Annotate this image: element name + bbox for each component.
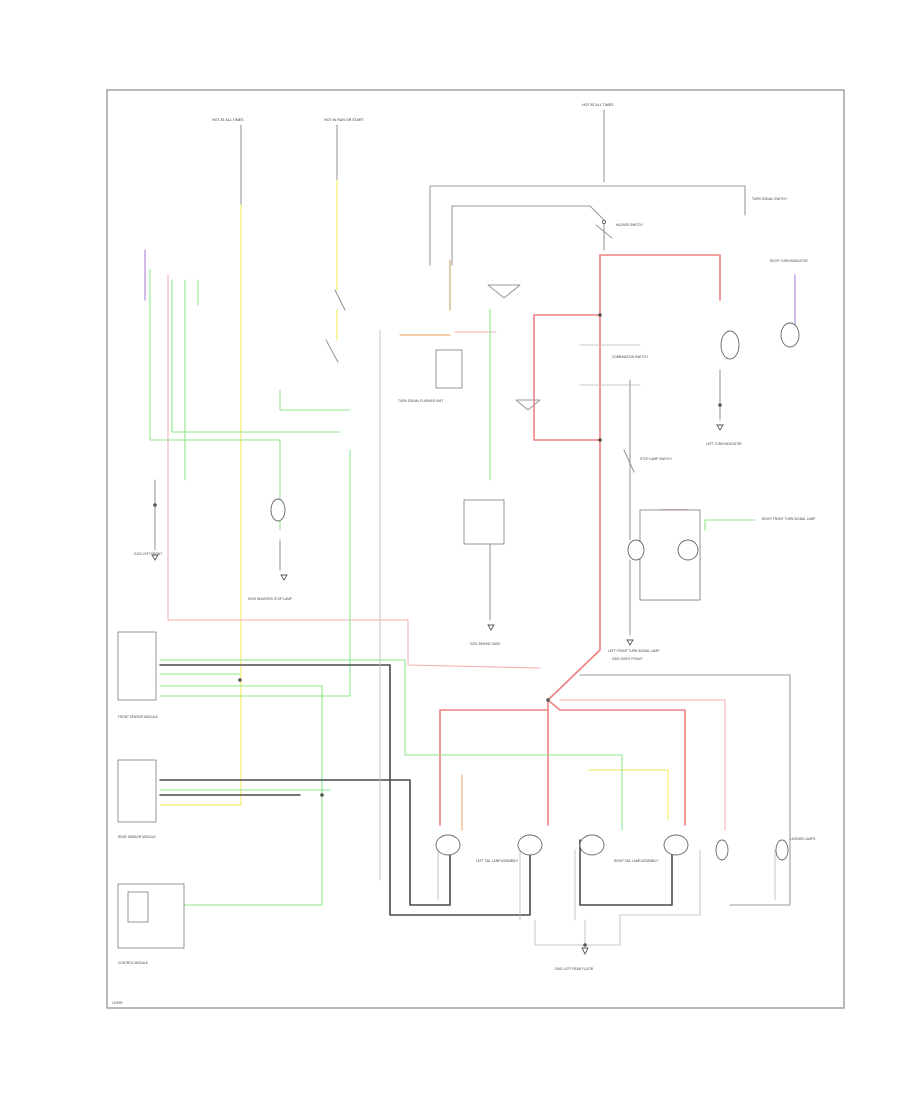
- lamp-license-1: [715, 839, 729, 861]
- yellow-wires: [159, 179, 669, 821]
- diagram-frame: [106, 89, 845, 1009]
- label-tail-lamp-right: RIGHT TAIL LAMP ASSEMBLY: [614, 859, 659, 863]
- label-module-front: FRONT SENSOR MODULE: [118, 715, 158, 719]
- label-combination-switch: COMBINATION SWITCH: [612, 355, 648, 359]
- label-indicator-left: LEFT TURN INDICATOR: [706, 442, 742, 446]
- label-front-turn-left: LEFT FRONT TURN SIGNAL LAMP: [608, 649, 659, 653]
- lamp-indicator-left: [720, 330, 740, 360]
- module-rear: [117, 759, 157, 823]
- lamp-tail-3: [579, 834, 605, 856]
- label-high-mount-stop-lamp: HIGH MOUNTED STOP LAMP: [248, 597, 292, 601]
- switches: [325, 219, 635, 545]
- lamp-indicator-right: [780, 322, 800, 348]
- dark-wires: [159, 664, 673, 916]
- lamp-tail-2: [517, 834, 543, 856]
- grounds: [151, 424, 724, 956]
- label-hot-run-start: HOT IN RUN OR START: [324, 118, 365, 122]
- label-hot-all-times-left: HOT AT ALL TIMES: [212, 118, 244, 122]
- top-feed-wires: [240, 109, 746, 266]
- label-hazard-switch: HAZARD SWITCH: [616, 223, 643, 227]
- label-turn-signal-switch: TURN SIGNAL SWITCH: [752, 197, 787, 201]
- red-wires: [167, 254, 726, 831]
- label-flasher-unit: TURN SIGNAL FLASHER UNIT: [398, 399, 443, 403]
- label-module-control: CONTROL MODULE: [118, 961, 148, 965]
- lamp-high-mount: [270, 498, 286, 522]
- lamp-license-2: [775, 839, 789, 861]
- label-hot-all-times-right: HOT AT ALL TIMES: [582, 103, 614, 107]
- components: [117, 284, 701, 949]
- label-module-rear: REAR SENSOR MODULE: [118, 835, 156, 839]
- lamp-front-left: [627, 539, 645, 561]
- label-ground-right: G301 RIGHT FRONT: [612, 657, 642, 661]
- label-license-lamps: LICENSE LAMPS: [790, 837, 815, 841]
- component-labels: HOT AT ALL TIMES HOT IN RUN OR START HOT…: [112, 103, 815, 1005]
- lamps: [270, 322, 800, 861]
- lamp-front-right: [677, 539, 699, 561]
- label-front-turn-right: RIGHT FRONT TURN SIGNAL LAMP: [762, 517, 815, 521]
- flasher-unit: [435, 349, 463, 389]
- lamp-tail-4: [663, 834, 689, 856]
- page-number: 11/9/99: [112, 1001, 123, 1005]
- label-indicator-right: RIGHT TURN INDICATOR: [770, 259, 808, 263]
- green-wires: [149, 269, 756, 906]
- splices: [153, 313, 722, 947]
- label-ground-main: G401 LEFT REAR FLOOR: [555, 967, 594, 971]
- label-ground-left: G102 LEFT FRONT: [134, 552, 162, 556]
- module-front: [117, 631, 157, 701]
- label-stop-lamp-switch: STOP LAMP SWITCH: [640, 457, 672, 461]
- lamp-tail-1: [435, 834, 461, 856]
- label-ground-center: G201 BEHIND DASH: [470, 642, 501, 646]
- label-tail-lamp-left: LEFT TAIL LAMP ASSEMBLY: [476, 859, 519, 863]
